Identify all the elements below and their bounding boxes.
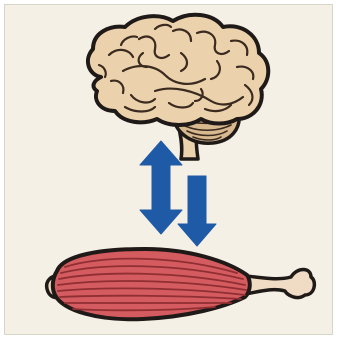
illustration-frame: [4, 4, 333, 335]
cerebrum: [88, 15, 268, 125]
muscle-icon: [47, 249, 315, 319]
brain-muscle-diagram: [5, 5, 333, 335]
up-down-arrow-icon: [140, 141, 182, 234]
down-arrow-icon: [178, 176, 216, 246]
brain-icon: [88, 15, 268, 159]
